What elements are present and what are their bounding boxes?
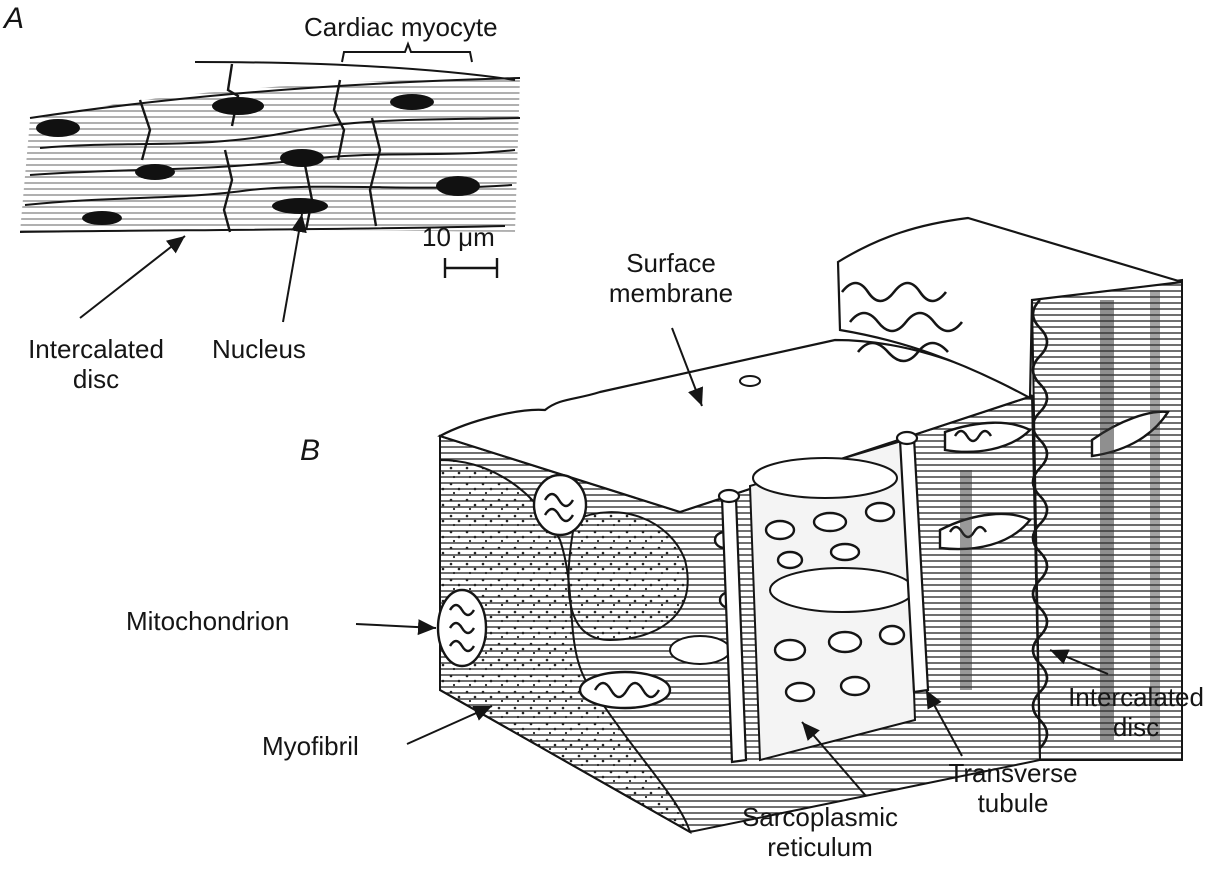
myocyte-sheet — [19, 61, 521, 233]
cell-brace — [341, 41, 473, 63]
nuclei — [36, 94, 480, 225]
panel-a-disc-line2: disc — [72, 364, 120, 394]
intercalated-disc-arrow — [1049, 649, 1109, 675]
disc-block-top — [836, 216, 1183, 400]
sarcoplasmic-reticulum-label: Sarcoplasmic reticulum — [710, 802, 930, 862]
panel-a-disc-label: Intercalated disc — [6, 334, 186, 394]
panel-a-disc-line1: Intercalated — [28, 334, 164, 364]
scale-bar-label: 10 μm — [422, 222, 495, 252]
panel-b-disc-label: Intercalated disc — [1046, 682, 1226, 742]
nucleus-arrow — [282, 213, 307, 323]
transverse-tubules — [717, 430, 930, 764]
myofibril-upper — [567, 511, 689, 642]
disc-arrow — [79, 235, 186, 319]
sarcomere-bands — [960, 290, 1160, 740]
surface-membrane-line1: Surface — [626, 248, 716, 278]
transverse-tubule-line2: tubule — [977, 788, 1049, 818]
transverse-tubule-label: Transverse tubule — [918, 758, 1108, 818]
panel-b-disc-line2: disc — [1112, 712, 1160, 742]
sarcoplasmic-reticulum-arrow — [801, 721, 867, 797]
panel-a-letter: A — [4, 2, 25, 35]
myofibril-arrow — [406, 705, 493, 745]
sarcoplasmic-reticulum-line2: reticulum — [767, 832, 873, 862]
panel-b-letter: B — [300, 434, 321, 467]
surface-membrane-arrow — [671, 327, 704, 407]
mitochondrion-label: Mitochondrion — [126, 606, 290, 636]
transverse-tubule-line1: Transverse — [948, 758, 1078, 788]
transverse-tubule-arrow — [925, 689, 963, 757]
membrane-pore — [739, 375, 761, 387]
sarcoplasmic-reticulum-line1: Sarcoplasmic — [741, 802, 899, 832]
myofibril-region — [439, 458, 692, 835]
myofibril-label: Myofibril — [262, 731, 359, 761]
disc-folds — [840, 281, 1049, 749]
cardiac-myocyte-label: Cardiac myocyte — [304, 12, 498, 42]
surface-membrane-line2: membrane — [608, 278, 734, 308]
reticulum-holes — [713, 501, 906, 703]
scale-bar — [443, 258, 499, 278]
panel-b-disc-line1: Intercalated — [1068, 682, 1204, 712]
surface-membrane-label: Surface membrane — [586, 248, 756, 308]
nucleus-label: Nucleus — [212, 334, 306, 364]
mitochondrion-arrow — [355, 619, 437, 636]
